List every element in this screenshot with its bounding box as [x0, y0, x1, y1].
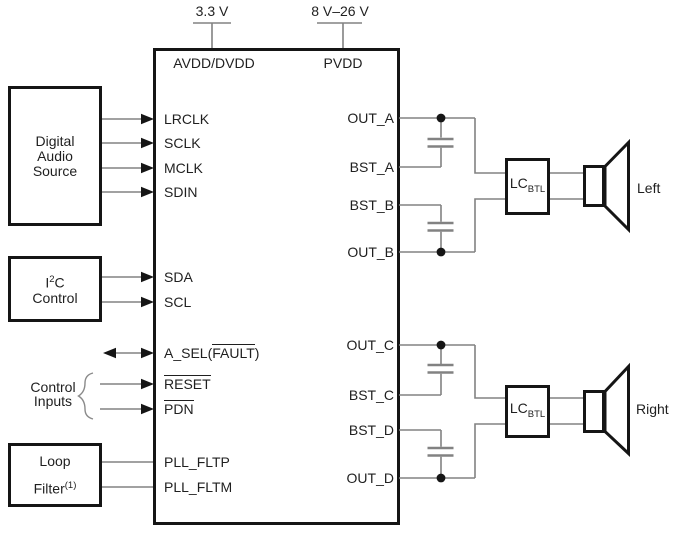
loop-filter-word: Filter: [33, 480, 65, 497]
digital-audio-source-line2: Audio: [37, 147, 73, 164]
control-inputs-line1: Control: [30, 379, 76, 395]
i2c-control-block: I2C Control: [8, 256, 102, 322]
pvdd-supply-label: 8 V–26 V: [311, 3, 369, 19]
a-sel-suffix: ): [254, 345, 260, 361]
control-inputs-brace: [77, 372, 94, 420]
i2c-label: I2C: [45, 272, 64, 291]
pin-label-mclk: MCLK: [164, 160, 203, 176]
pin-label-bst-b: BST_B: [349, 197, 394, 213]
control-inputs-line2: Inputs: [33, 393, 73, 409]
pin-label-out-b: OUT_B: [347, 244, 394, 260]
bootstrap-capacitor-c: [427, 363, 454, 374]
digital-audio-source-line3: Source: [32, 162, 78, 179]
avdd-supply-label: 3.3 V: [195, 3, 229, 19]
control-inputs-label: Control Inputs: [24, 380, 82, 408]
pin-label-out-c: OUT_C: [346, 337, 394, 353]
lc-btl-label-left: LCBTL: [510, 175, 545, 198]
pin-label-bst-d: BST_D: [348, 422, 394, 438]
pin-label-sda: SDA: [164, 269, 193, 285]
reset-overlined: RESET: [164, 375, 211, 392]
left-speaker-label: Left: [637, 180, 661, 196]
pin-label-pdn: PDN: [164, 400, 194, 418]
pin-label-pll-fltm: PLL_FLTM: [164, 479, 233, 495]
power-rail-pvdd-symbol: [317, 22, 362, 48]
digital-audio-source-block: Digital Audio Source: [8, 86, 102, 226]
lc-subscript: BTL: [527, 183, 546, 195]
pin-label-scl: SCL: [164, 294, 192, 310]
channel-ab-wires: [399, 117, 584, 253]
lc-btl-filter-left: LCBTL: [505, 158, 550, 215]
lc-base: LC: [509, 175, 528, 192]
bootstrap-capacitor-d: [427, 446, 454, 457]
pin-label-bst-a: BST_A: [349, 159, 394, 175]
speaker-right-icon: [583, 362, 630, 457]
loop-filter-line1: Loop: [39, 453, 71, 470]
i2c-rest: C: [54, 274, 65, 291]
a-sel-fault-overlined: FAULT: [212, 344, 255, 361]
lc-base: LC: [509, 400, 528, 417]
lc-subscript: BTL: [527, 408, 546, 420]
i2c-base: I: [45, 274, 50, 291]
lc-btl-label-right: LCBTL: [510, 400, 545, 423]
digital-audio-source-line1: Digital: [35, 132, 75, 149]
channel-cd-wires: [399, 344, 584, 479]
junction-dots: [436, 113, 446, 483]
pin-label-sdin: SDIN: [164, 184, 198, 200]
speaker-left-icon: [583, 138, 630, 234]
i2c-superscript: 2: [49, 273, 55, 285]
bootstrap-capacitor-b: [427, 221, 454, 232]
pin-label-a-sel-fault: A_SEL(FAULT): [164, 344, 259, 362]
lc-btl-filter-right: LCBTL: [505, 385, 550, 438]
loop-filter-line2: Filter(1): [34, 478, 77, 497]
pdn-overlined: PDN: [164, 400, 194, 417]
pin-label-pvdd: PVDD: [323, 55, 363, 71]
pin-label-bst-c: BST_C: [348, 387, 394, 403]
loop-filter-block: Loop Filter(1): [8, 443, 102, 507]
power-rail-avdd-symbol: [193, 22, 231, 48]
bootstrap-capacitor-a: [427, 137, 454, 148]
input-wires: [100, 118, 153, 488]
pin-label-reset: RESET: [164, 375, 211, 393]
pin-label-out-d: OUT_D: [346, 470, 394, 486]
pin-label-avdd-dvdd: AVDD/DVDD: [173, 55, 255, 71]
i2c-control-line2: Control: [32, 290, 78, 307]
a-sel-prefix: A_SEL(: [164, 345, 213, 361]
pin-label-pll-fltp: PLL_FLTP: [164, 454, 230, 470]
pin-label-sclk: SCLK: [164, 135, 201, 151]
chip-body: [153, 48, 400, 525]
loop-filter-footnote: (1): [64, 480, 77, 492]
pin-label-lrclk: LRCLK: [164, 111, 210, 127]
input-arrowheads: [103, 113, 154, 415]
right-speaker-label: Right: [636, 401, 669, 417]
pin-label-out-a: OUT_A: [347, 110, 394, 126]
